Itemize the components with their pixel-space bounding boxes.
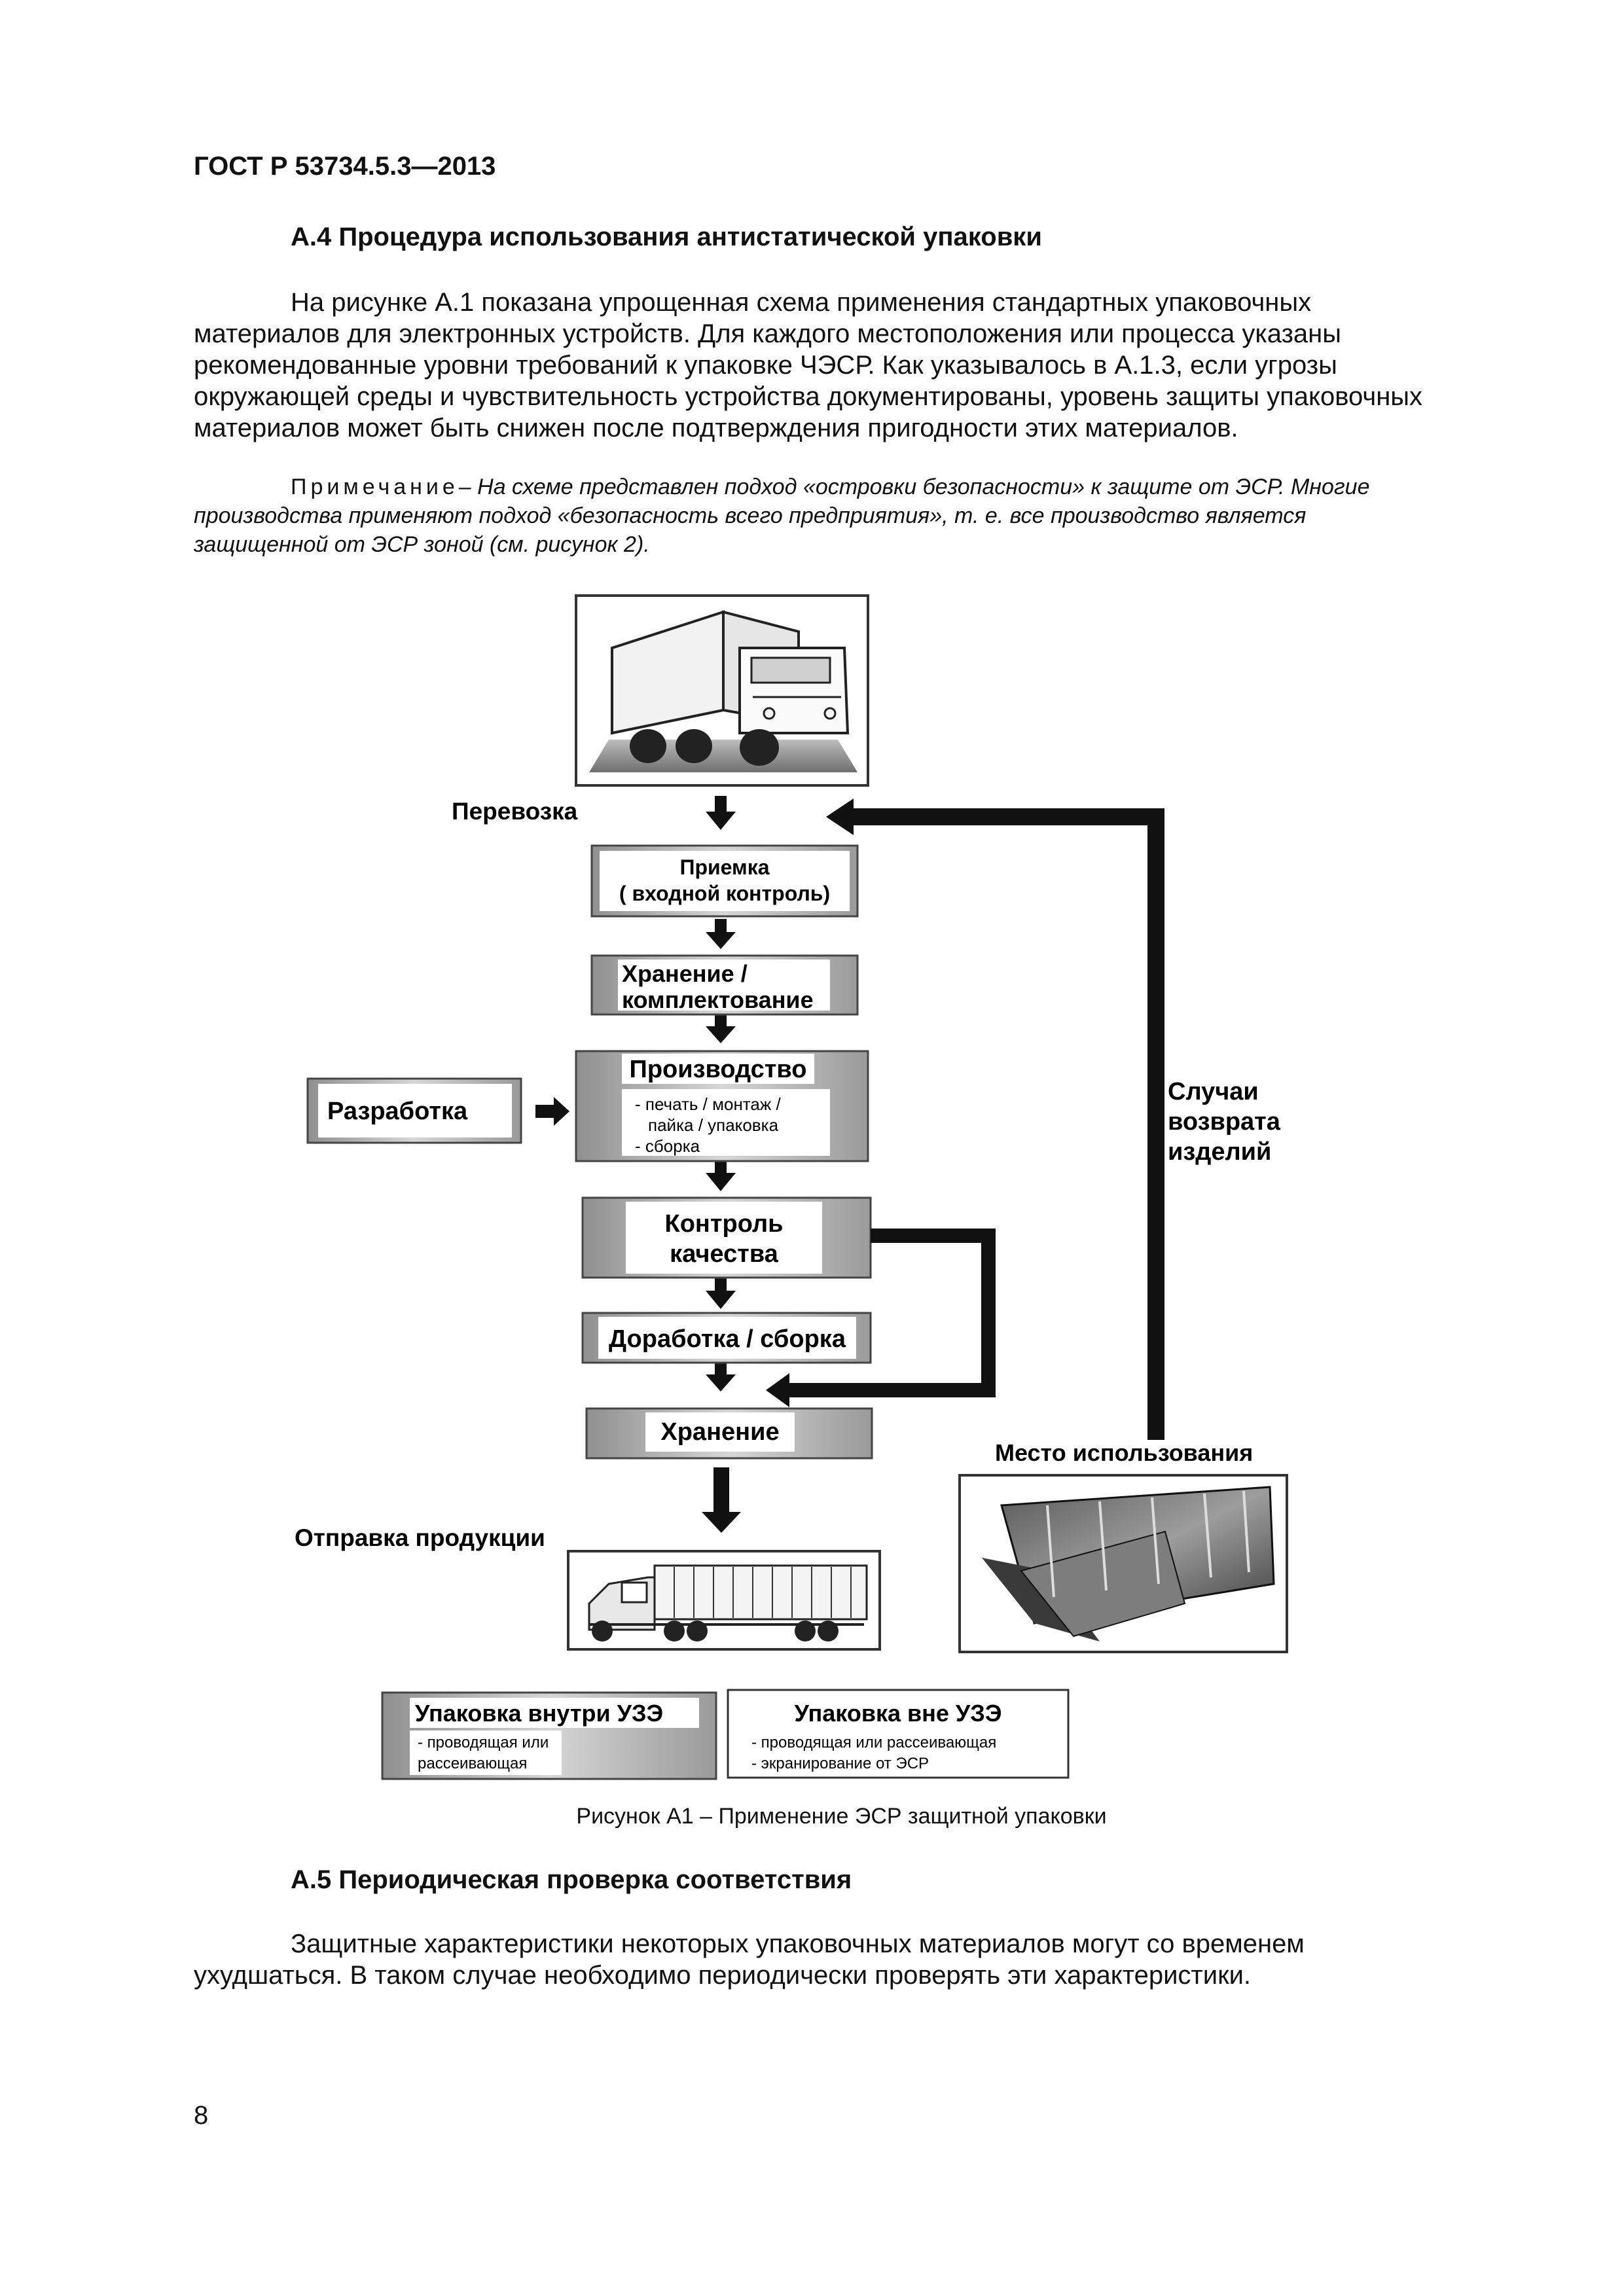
design-to-production-arrow [535,1097,569,1126]
section-a5-paragraph: Защитные характеристики некоторых упаков… [194,1928,1496,1991]
receiving-sublabel: ( входной контроль) [619,882,830,905]
quality-control-label: Контроль [665,1210,784,1238]
storage-label: Хранение [660,1418,779,1446]
note-line: защищенной от ЭСР зоной (см. рисунок 2). [194,532,650,557]
note-label: Примечание [291,475,459,499]
figure-caption: Рисунок А1 – Применение ЭСР защитной упа… [576,1804,1107,1829]
production-item: - печать / монтаж / [635,1094,782,1114]
place-of-use-label: Место использования [995,1439,1253,1466]
legend-inside-item: - проводящая или [418,1734,549,1751]
returns-label: изделий [1168,1138,1271,1166]
para-line: рекомендованные уровни требований к упак… [194,351,1337,380]
returns-label: Случаи [1168,1078,1259,1105]
returns-label: возврата [1168,1108,1281,1136]
note-line: производства применяют подход «безопасно… [194,503,1307,528]
para-line: материалов может быть снижен после подтв… [194,414,1238,442]
para-line: ухудшаться. В таком случае необходимо пе… [194,1961,1252,1990]
note-line: – На схеме представлен подход «островки … [458,475,1370,499]
para-line: окружающей среды и чувствительность устр… [194,382,1423,411]
page-number: 8 [194,2101,209,2130]
section-a4-paragraph: На рисунке А.1 показана упрощенная схема… [194,287,1496,444]
legend-inside-title: Упаковка внутри УЗЭ [415,1700,663,1727]
para-line: Защитные характеристики некоторых упаков… [291,1929,1305,1958]
section-a4-title: А.4 Процедура использования антистатичес… [291,223,1042,251]
returns-arrow [826,798,1164,1440]
section-a4-note: Примечание– На схеме представлен подход … [194,473,1496,559]
flow-arrows [702,796,741,1533]
legend-inside-item: рассеивающая [418,1755,527,1772]
rework-label: Доработка / сборка [609,1325,846,1353]
para-line: На рисунке А.1 показана упрощенная схема… [291,288,1312,317]
production-item: пайка / упаковка [648,1115,779,1135]
para-line: материалов для электронных устройств. Дл… [194,319,1341,348]
production-item: - сборка [635,1136,700,1156]
transport-label: Перевозка [452,798,578,825]
section-a5-title: А.5 Периодическая проверка соответствия [291,1865,852,1894]
legend-outside-item: - экранирование от ЭСР [751,1755,929,1772]
document-header: ГОСТ Р 53734.5.3—2013 [194,152,496,181]
quality-feedback-arrow [766,1229,996,1407]
shipping-label: Отправка продукции [295,1524,545,1551]
legend-outside-item: - проводящая или рассеивающая [751,1734,996,1751]
production-title: Производство [630,1056,807,1083]
storage-kitting-label-2: комплектование [622,986,814,1013]
transport-truck-image [575,594,869,787]
shipping-truck-image [567,1550,881,1651]
storage-kitting-label: Хранение / [622,960,748,987]
legend-outside-box [727,1689,1070,1779]
design-label: Разработка [327,1098,468,1125]
legend-outside-title: Упаковка вне УЗЭ [795,1700,1002,1727]
receiving-label: Приемка [679,855,769,879]
equipment-rack-image [958,1474,1288,1653]
quality-control-label-2: качества [670,1240,779,1268]
